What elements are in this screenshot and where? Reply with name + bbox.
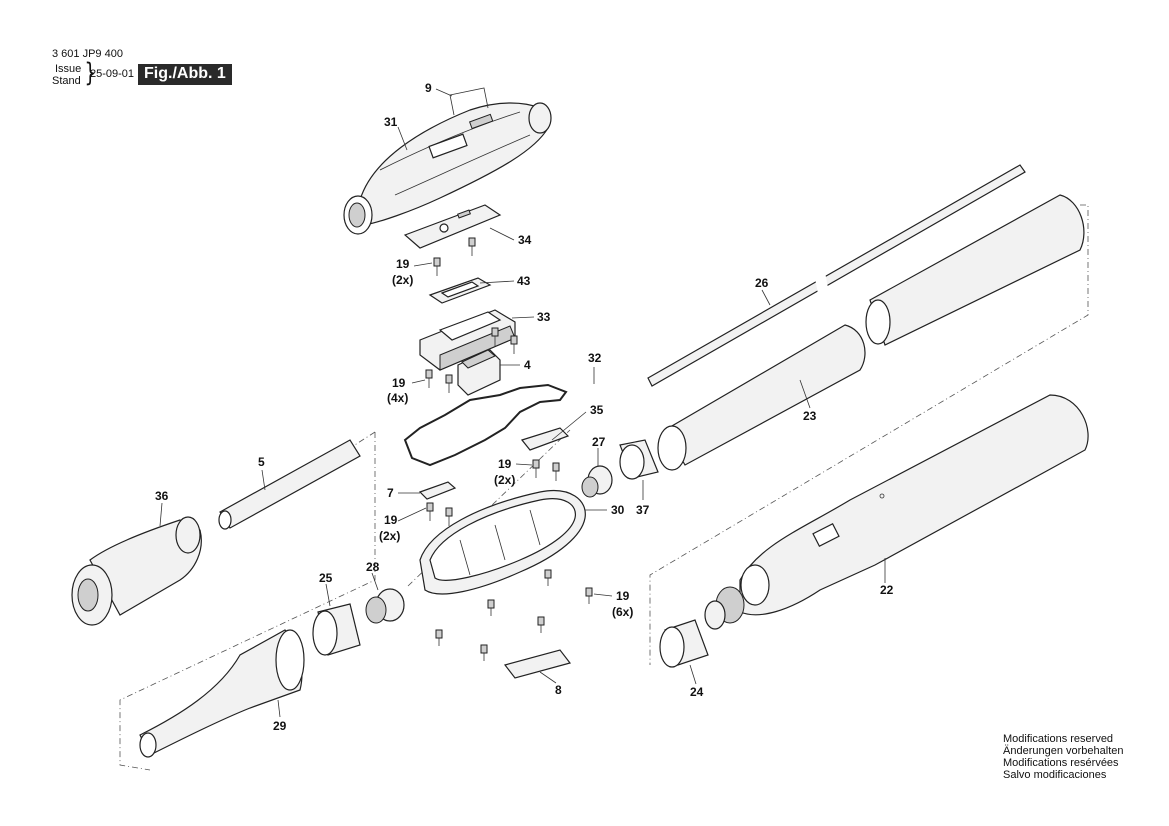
note-line-es: Salvo modificaciones <box>1003 769 1107 781</box>
note-line-fr: Modifications resérvées <box>1003 757 1119 769</box>
housing-base <box>419 490 586 595</box>
cable-gland-right <box>581 465 613 498</box>
cable-seal <box>520 427 570 451</box>
part-number: 3 601 JP9 400 <box>52 48 123 60</box>
power-plug <box>71 516 202 626</box>
seal-frame <box>428 277 492 304</box>
callout-5: 5 <box>258 455 265 469</box>
callout-34: 34 <box>518 233 532 247</box>
assembly-axis-left <box>119 432 376 771</box>
sleeve-ring-right <box>619 439 659 480</box>
connecting-rod <box>647 164 1026 387</box>
callout-2x-a: (2x) <box>392 273 413 287</box>
callout-33: 33 <box>537 310 551 324</box>
callout-30: 30 <box>611 503 625 517</box>
callout-19-a: 19 <box>396 257 410 271</box>
figure-label: Fig./Abb. 1 <box>138 64 232 85</box>
callout-31: 31 <box>384 115 398 129</box>
callout-2x-d: (2x) <box>379 529 400 543</box>
callout-19-d: 19 <box>384 513 398 527</box>
callout-2x-c: (2x) <box>494 473 515 487</box>
issue-date: 25-09-01 <box>90 68 135 80</box>
switch-housing-cover <box>343 102 552 235</box>
callout-25: 25 <box>319 571 333 585</box>
switch-plate <box>403 204 502 249</box>
callout-32: 32 <box>588 351 602 365</box>
callout-22: 22 <box>880 583 894 597</box>
callout-9: 9 <box>425 81 432 95</box>
callout-19-b: 19 <box>392 376 406 390</box>
screws-middle <box>426 459 560 526</box>
screws-upper <box>425 237 518 393</box>
callout-8: 8 <box>555 683 562 697</box>
callout-27: 27 <box>592 435 606 449</box>
tube-segment-left <box>218 439 361 530</box>
callout-28: 28 <box>366 560 380 574</box>
callout-24: 24 <box>690 685 704 699</box>
rocker-switch <box>457 349 501 396</box>
callout-23: 23 <box>803 409 817 423</box>
sleeve-ring-bottom <box>659 619 709 668</box>
callout-26: 26 <box>755 276 769 290</box>
cable-gland-left <box>365 588 405 624</box>
nozzle-cone <box>139 629 305 758</box>
callout-37: 37 <box>636 503 650 517</box>
callout-29: 29 <box>273 719 287 733</box>
gasket <box>403 383 568 467</box>
callout-36: 36 <box>155 489 169 503</box>
modification-notes: Modifications reserved Änderungen vorbeh… <box>1003 733 1123 781</box>
callout-labels: 9 31 34 19 (2x) 43 33 4 19 (4x) 32 35 27… <box>155 81 894 733</box>
callout-43: 43 <box>517 274 531 288</box>
leader-lines <box>159 88 886 718</box>
assembly-axis-center <box>407 429 571 587</box>
type-label <box>503 649 572 679</box>
stand-label: Stand <box>52 75 81 87</box>
callout-4x: (4x) <box>387 391 408 405</box>
callout-19-c: 19 <box>498 457 512 471</box>
main-body-tube <box>704 394 1089 630</box>
callout-35: 35 <box>590 403 604 417</box>
cable-clamp <box>418 481 457 500</box>
callout-4: 4 <box>524 358 531 372</box>
callout-6x: (6x) <box>612 605 633 619</box>
note-line-en: Modifications reserved <box>1003 733 1114 745</box>
issue-label: Issue <box>55 63 82 75</box>
assembly-axis-right <box>649 204 1089 665</box>
callout-19-e: 19 <box>616 589 630 603</box>
brace-icon: } <box>84 58 97 88</box>
note-line-de: Änderungen vorbehalten <box>1003 745 1124 757</box>
tube-outer <box>657 194 1085 471</box>
callout-7: 7 <box>387 486 394 500</box>
sleeve-ring-left <box>312 603 361 656</box>
switch-holder <box>419 309 516 371</box>
screws-lower <box>435 569 593 661</box>
